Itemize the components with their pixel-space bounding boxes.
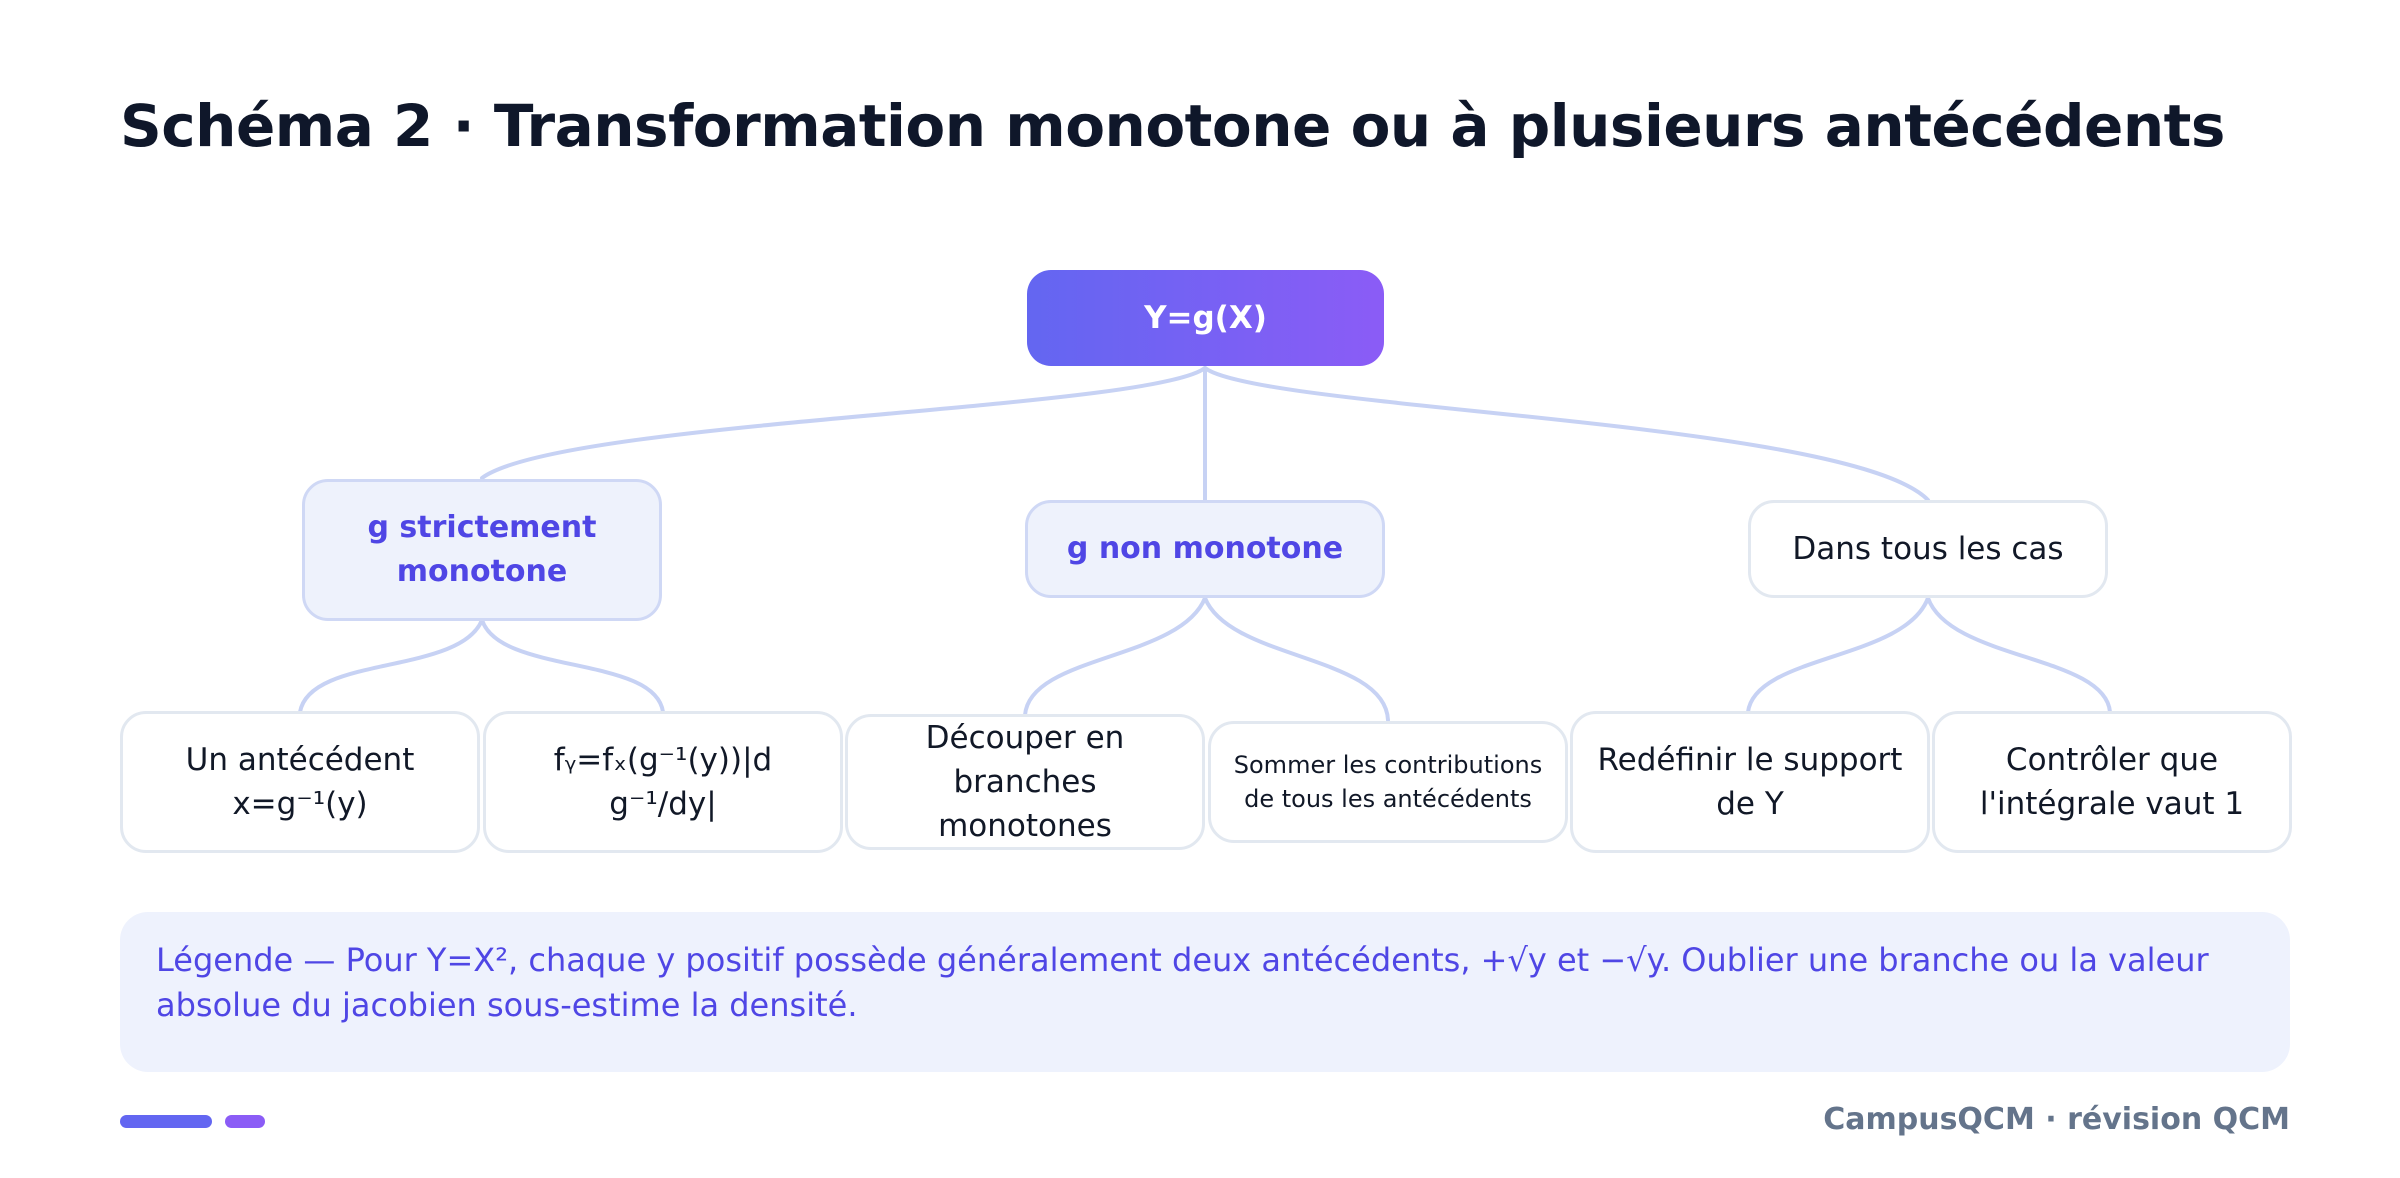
leaf-split-branches: Découper en branches monotones [845,714,1205,850]
leaf-sum-contributions: Sommer les contributions de tous les ant… [1208,721,1568,843]
leaf-line: de Y [1716,786,1784,822]
page-title: Schéma 2 · Transformation monotone ou à … [120,92,2225,160]
leaf-line: g⁻¹/dy| [609,786,717,822]
branch-label: g strictement monotone [367,510,597,589]
leaf-line: Contrôler que [2005,742,2219,778]
leaf-line: Un antécédent [185,742,415,778]
accent-bar [120,1115,212,1128]
legend-box: Légende — Pour Y=X², chaque y positif po… [120,912,2290,1072]
connector-root-branch-1 [480,366,1207,480]
branch-node-all-cases: Dans tous les cas [1748,500,2108,598]
connector-branch-3-leaf-1 [1746,596,1930,714]
branch-label: g non monotone [1066,531,1344,566]
branch-node-non-monotone: g non monotone [1025,500,1385,598]
root-node: Y=g(X) [1027,270,1384,366]
connector-branch-2-leaf-2 [1203,596,1390,722]
leaf-line: l'intégrale vaut 1 [1979,786,2245,822]
connector-branch-1-leaf-1 [298,618,484,714]
leaf-redefine-support: Redéfinir le support de Y [1570,711,1930,853]
legend-line: absolue du jacobien sous-estime la densi… [156,986,858,1024]
leaf-density-formula: fᵧ=fₓ(g⁻¹(y))|d g⁻¹/dy| [483,711,843,853]
connector-branch-1-leaf-2 [480,618,665,714]
legend-line: Légende — Pour Y=X², chaque y positif po… [156,941,2209,979]
leaf-line: fᵧ=fₓ(g⁻¹(y))|d [553,742,773,778]
connector-branch-2-leaf-1 [1023,596,1207,717]
leaf-line: Sommer les contributions [1233,751,1543,779]
branch-label: Dans tous les cas [1792,531,2064,567]
leaf-line: de tous les antécédents [1244,785,1532,813]
branch-node-strictly-monotone: g strictement monotone [302,479,662,621]
leaf-check-integral: Contrôler que l'intégrale vaut 1 [1932,711,2292,853]
accent-bar-short [225,1115,265,1128]
connector-root-branch-3 [1203,366,1930,502]
connector-branch-3-leaf-2 [1926,596,2112,714]
leaf-line: branches monotones [938,764,1112,844]
footer-brand: CampusQCM · révision QCM [1823,1102,2290,1137]
leaf-line: x=g⁻¹(y) [232,786,368,822]
leaf-one-antecedent: Un antécédent x=g⁻¹(y) [120,711,480,853]
root-label: Y=g(X) [1144,300,1267,336]
leaf-line: Redéfinir le support [1597,742,1903,778]
leaf-line: Découper en [925,720,1125,756]
